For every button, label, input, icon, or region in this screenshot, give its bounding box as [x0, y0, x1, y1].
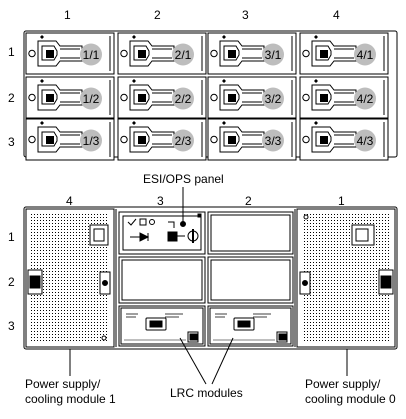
drive-latch-icon: [120, 93, 128, 102]
lrc-module-col2: [207, 305, 294, 347]
screw-icon: [303, 214, 309, 220]
drive-bay-3-3: 3/3: [207, 118, 297, 161]
rear-column-label-1: 1: [338, 194, 345, 208]
top-row-label-1: 1: [8, 45, 15, 59]
drive-label-disc: [262, 87, 284, 110]
top-row-label-3: 3: [8, 135, 15, 149]
rear-enclosure: [23, 206, 398, 350]
drive-bay-3-2: 3/2: [207, 76, 297, 119]
rear-column-label-2: 2: [245, 194, 252, 208]
esi-indicator-icon: [180, 221, 186, 227]
top-column-label-3: 3: [242, 8, 249, 22]
drive-label-disc: [354, 87, 376, 110]
blank-slot-row1: [207, 211, 294, 255]
drive-label-disc: [354, 129, 376, 152]
drive-bay-4-1: 4/1: [299, 32, 389, 75]
drive-bay-grid: 1/1 2/1 3/1 4/1 1/2 2/2 3/2 4/2 1/3 2/3 3/3 4/3: [25, 32, 389, 161]
drive-bay-1-3: 1/3: [25, 118, 115, 161]
lrc-module-col3: [118, 305, 206, 347]
drive-latch-icon: [28, 49, 36, 58]
esi-ops-panel: [118, 211, 206, 255]
rear-column-label-3: 3: [157, 194, 164, 208]
drive-bay-4-3: 4/3: [299, 118, 389, 161]
top-column-label-1: 1: [64, 8, 71, 22]
drive-bay-3-1: 3/1: [207, 32, 297, 75]
drive-bay-2-1: 2/1: [117, 32, 207, 75]
drive-bay-label: 4/3: [357, 134, 374, 148]
drive-label-disc: [172, 43, 194, 66]
drive-label-disc: [262, 43, 284, 66]
drive-bay-label: 1/1: [83, 48, 100, 62]
drive-bay-label: 4/1: [357, 48, 374, 62]
power-supply-module-0: [296, 208, 396, 348]
leader-lines: [69, 187, 348, 385]
drive-bay-1-1: 1/1: [25, 32, 115, 75]
drive-bay-label: 3/3: [265, 134, 282, 148]
drive-bay-label: 2/3: [175, 134, 192, 148]
power-supply-module-1: [25, 208, 115, 348]
drive-label-disc: [80, 129, 102, 152]
top-row-label-2: 2: [8, 91, 15, 105]
top-column-label-4: 4: [333, 8, 340, 22]
drive-label-disc: [80, 43, 102, 66]
rear-column-label-4: 4: [66, 194, 73, 208]
top-column-label-2: 2: [154, 8, 161, 22]
rear-row-label-2: 2: [8, 275, 15, 289]
drive-bay-label: 3/2: [265, 92, 282, 106]
drive-latch-icon: [120, 135, 128, 144]
drive-latch-icon: [302, 93, 310, 102]
drive-bay-label: 2/2: [175, 92, 192, 106]
drive-latch-icon: [28, 135, 36, 144]
drive-bay-label: 1/3: [83, 134, 100, 148]
drive-bay-label: 3/1: [265, 48, 282, 62]
drive-latch-icon: [210, 135, 218, 144]
drive-label-disc: [354, 43, 376, 66]
esi-ops-panel-label: ESI/OPS panel: [143, 172, 224, 186]
drive-latch-icon: [302, 49, 310, 58]
drive-label-disc: [172, 129, 194, 152]
drive-label-disc: [262, 129, 284, 152]
drive-latch-icon: [302, 135, 310, 144]
rear-row-label-1: 1: [8, 230, 15, 244]
drive-latch-icon: [28, 93, 36, 102]
drive-bay-2-2: 2/2: [117, 76, 207, 119]
blank-slot-row2-col2: [207, 256, 294, 304]
screw-icon: [101, 335, 107, 341]
drive-latch-icon: [210, 93, 218, 102]
drive-latch-icon: [120, 49, 128, 58]
rear-row-label-3: 3: [8, 319, 15, 333]
lrc-modules-caption: LRC modules: [170, 386, 243, 400]
drive-bay-label: 4/2: [357, 92, 374, 106]
drive-label-disc: [172, 87, 194, 110]
drive-bay-2-3: 2/3: [117, 118, 207, 161]
drive-bay-4-2: 4/2: [299, 76, 389, 119]
psu-left-caption-line1: Power supply/: [25, 377, 101, 391]
drive-latch-icon: [210, 49, 218, 58]
psu-right-caption-line1: Power supply/: [305, 377, 381, 391]
drive-bay-label: 1/2: [83, 92, 100, 106]
drive-bay-1-2: 1/2: [25, 76, 115, 119]
psu-left-caption-line2: cooling module 1: [25, 392, 116, 406]
drive-label-disc: [80, 87, 102, 110]
blank-slot-row2-col3: [118, 256, 206, 304]
top-enclosure: 1/1 2/1 3/1 4/1 1/2 2/2 3/2 4/2 1/3 2/3 3/3 4/3: [23, 30, 398, 161]
psu-right-caption-line2: cooling module 0: [305, 392, 396, 406]
drive-bay-label: 2/1: [175, 48, 192, 62]
